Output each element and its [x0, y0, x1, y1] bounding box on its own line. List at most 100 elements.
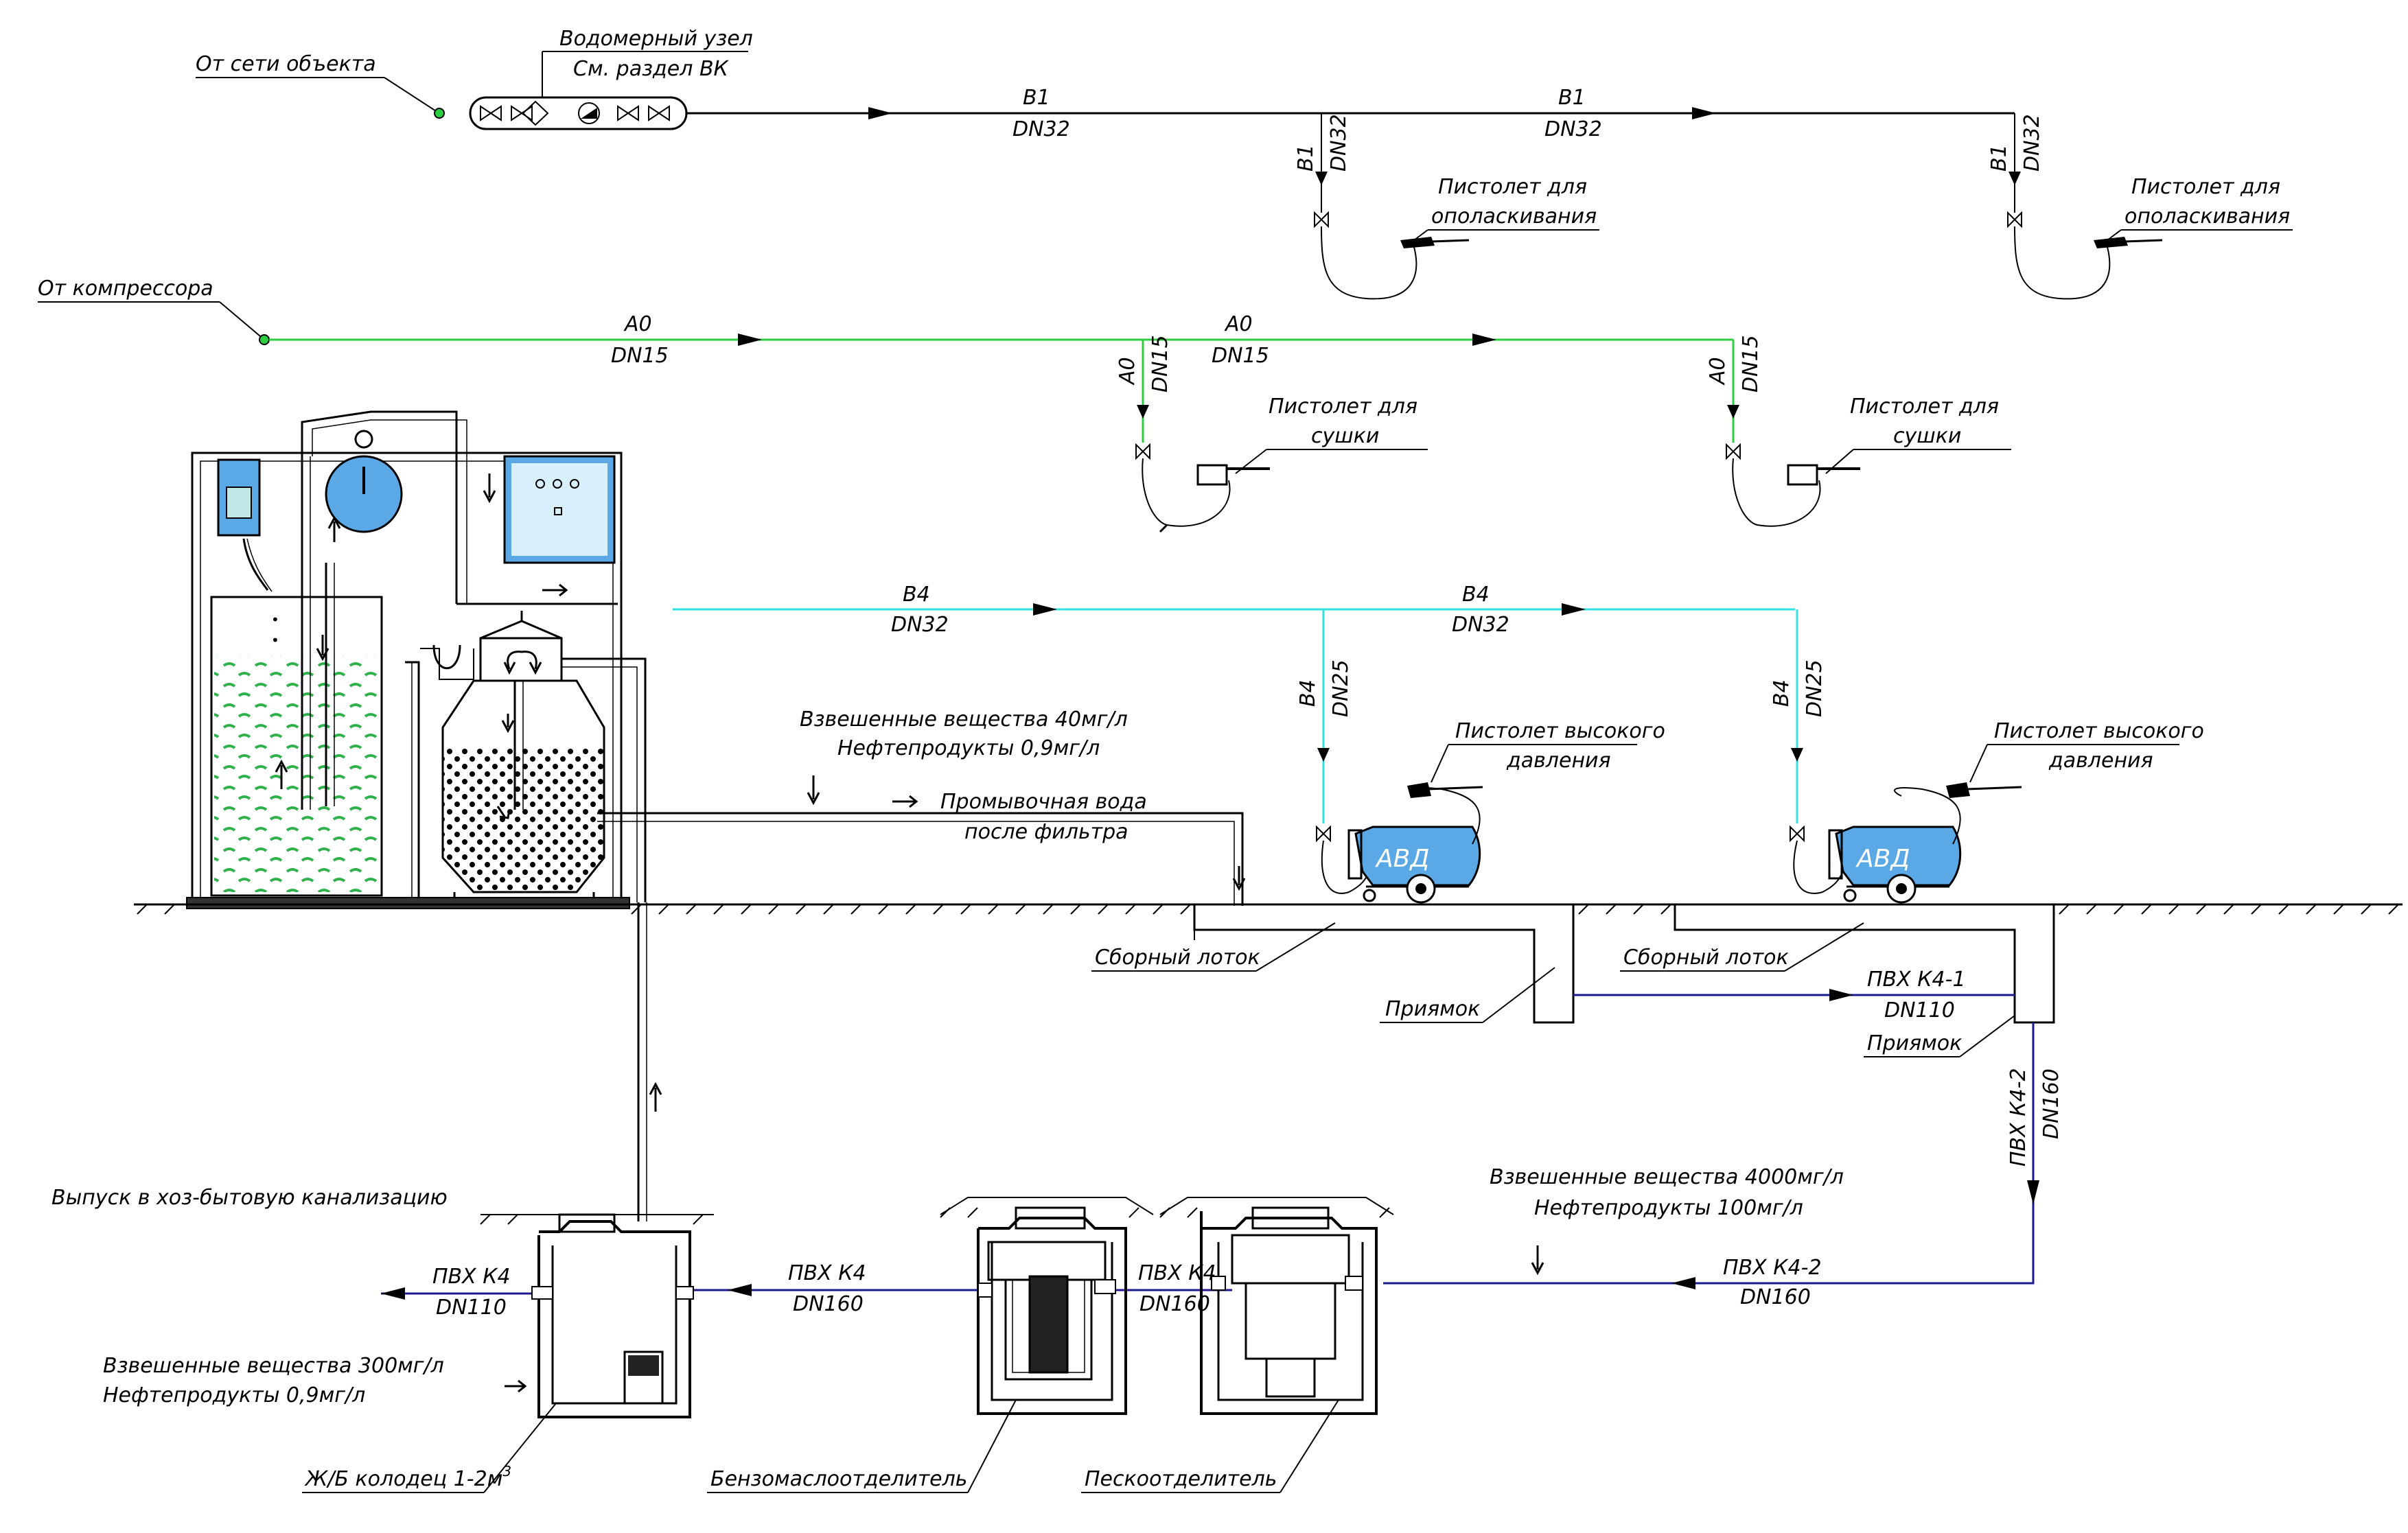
air-line-a0: От компрессора А0 DN15 А0 DN15 А0 DN15 П… — [38, 277, 2011, 533]
label-dn32-b4-2: DN32 — [1452, 613, 1509, 637]
flow-arrow-icon — [1033, 603, 1057, 616]
label-dn25-branch-1: DN25 — [1329, 659, 1353, 717]
label-b4-branch-2: В4 — [1770, 679, 1794, 707]
pressure-washer-icon: АВД — [1347, 787, 1481, 904]
label-b1-branch-1: В1 — [1294, 144, 1318, 172]
label-a0-1: А0 — [623, 312, 652, 336]
avd-label-1: АВД — [1375, 845, 1429, 873]
label-b1-2: В1 — [1558, 86, 1586, 110]
label-dry-gun-2b: сушки — [1893, 424, 1961, 448]
label-pvc-k4-b: ПВХ К4 — [1138, 1261, 1216, 1285]
supply-line-b1: От сети объекта Водомерный узел См. разд… — [196, 27, 2293, 300]
label-oil-09-b: Нефтепродукты 0,9мг/л — [103, 1383, 365, 1407]
spray-gun-icon — [2094, 237, 2163, 248]
label-dn110-a: DN110 — [1884, 998, 1955, 1022]
label-pvc-k4-a: ПВХ К4 — [788, 1261, 866, 1285]
label-hp-gun-2a: Пистолет высокого — [1994, 719, 2204, 743]
valve-icon — [1726, 443, 1741, 460]
collection-tray-2: Сборный лоток Приямок — [1620, 904, 2055, 1057]
spray-gun-icon — [1407, 782, 1483, 798]
spray-gun-icon — [1787, 464, 1860, 486]
spray-gun-icon — [1946, 782, 2022, 798]
flow-arrow-icon — [1692, 107, 1716, 119]
label-dry-gun-1a: Пистолет для — [1269, 395, 1417, 419]
spray-gun-icon — [1196, 464, 1270, 486]
label-dn32-branch-1: DN32 — [1327, 114, 1351, 172]
label-dry-gun-2a: Пистолет для — [1850, 395, 1999, 419]
label-dn160-a: DN160 — [1740, 1285, 1811, 1309]
sewer-lines: ПВХ К4-1 DN110 ПВХ К4-2 DN160 ПВХ К4-2 D… — [381, 968, 2063, 1320]
label-dn32-branch-2: DN32 — [2020, 114, 2044, 172]
label-hp-gun-1b: давления — [1506, 749, 1611, 773]
label-b1-branch-2: В1 — [1987, 144, 2011, 172]
label-pvc-k42-vert: ПВХ К4-2 — [2006, 1068, 2030, 1167]
label-meter-ref: См. раздел ВК — [573, 57, 730, 81]
svg-text:•: • — [271, 611, 279, 628]
flow-arrow-icon — [1562, 603, 1586, 616]
ground-hatching — [137, 904, 2399, 1225]
connection-point-icon — [259, 334, 270, 345]
valve-icon — [1790, 825, 1805, 843]
label-a0-2: А0 — [1224, 312, 1253, 336]
flow-arrow-icon — [1671, 1277, 1695, 1289]
label-tray-2: Сборный лоток — [1623, 946, 1789, 970]
label-rinse-gun-1b: ополаскивания — [1431, 204, 1597, 229]
label-from-compressor: От компрессора — [38, 277, 213, 301]
oil-separator: Бензомаслоотделитель — [707, 1197, 1154, 1493]
label-tray-1: Сборный лоток — [1095, 946, 1260, 970]
label-wash-water-2: после фильтра — [964, 820, 1128, 844]
label-susp-4000: Взвешенные вещества 4000мг/л — [1490, 1165, 1844, 1189]
label-dn15-branch-1: DN15 — [1148, 335, 1172, 393]
label-dn160-vert: DN160 — [2039, 1068, 2063, 1139]
label-susp-300: Взвешенные вещества 300мг/л — [103, 1354, 444, 1378]
flow-arrow-icon — [1472, 333, 1496, 346]
label-susp-40: Взвешенные вещества 40мг/л — [800, 707, 1128, 732]
pressure-washer-1: АВД Пистолет высокого давления — [1316, 719, 1665, 904]
svg-text:•: • — [271, 632, 279, 648]
concrete-well: Ж/Б колодец 1-2м3 — [302, 1213, 714, 1493]
label-dn160-b: DN160 — [1139, 1292, 1210, 1316]
label-pit-1: Приямок — [1385, 997, 1480, 1021]
flow-arrow-icon — [381, 1287, 405, 1300]
label-dn25-branch-2: DN25 — [1803, 659, 1827, 717]
collection-tray-1: Сборный лоток Приямок — [1091, 904, 1575, 1024]
label-dn32-b4-1: DN32 — [891, 613, 949, 637]
label-wash-water-1: Промывочная вода — [940, 790, 1147, 814]
label-b4-branch-1: В4 — [1296, 679, 1320, 707]
connection-point-icon — [434, 108, 445, 119]
valve-icon — [1135, 443, 1150, 460]
label-pvc-k41: ПВХ К4-1 — [1867, 968, 1966, 992]
label-rinse-gun-2a: Пистолет для — [2131, 175, 2280, 199]
flow-arrow-icon — [868, 107, 892, 119]
label-dry-gun-1b: сушки — [1311, 424, 1379, 448]
treatment-unit: • • — [186, 410, 1246, 1221]
valve-icon — [2007, 211, 2022, 229]
label-dn15-1: DN15 — [611, 344, 669, 368]
label-dn15-2: DN15 — [1212, 344, 1269, 368]
recycle-line-b4: В4 DN32 В4 DN32 В4 DN25 В4 DN25 — [673, 583, 1827, 823]
avd-label-2: АВД — [1855, 845, 1910, 873]
label-discharge: Выпуск в хоз-бытовую канализацию — [51, 1186, 448, 1210]
sand-separator: Пескоотделитель — [1081, 1197, 1394, 1493]
label-sand-separator: Пескоотделитель — [1085, 1467, 1277, 1491]
label-rinse-gun-2b: ополаскивания — [2125, 204, 2290, 229]
label-oil-separator: Бензомаслоотделитель — [710, 1467, 968, 1491]
pressure-washer-2: АВД Пистолет высокого давления — [1790, 719, 2204, 904]
label-dn15-branch-2: DN15 — [1739, 335, 1763, 393]
label-a0-branch-2: А0 — [1706, 357, 1730, 386]
label-hp-gun-2b: давления — [2048, 749, 2153, 773]
label-dn32-1: DN32 — [1012, 117, 1070, 141]
pressure-washer-icon: АВД — [1828, 787, 1962, 904]
label-pvc-k42: ПВХ К4-2 — [1723, 1256, 1822, 1280]
label-oil-100: Нефтепродукты 100мг/л — [1534, 1196, 1803, 1220]
storage-tank — [210, 596, 383, 897]
label-dn160-c: DN160 — [793, 1292, 864, 1316]
pump-icon — [432, 644, 461, 670]
label-a0-branch-1: А0 — [1115, 357, 1139, 386]
label-b4-1: В4 — [903, 583, 930, 607]
valve-icon — [1314, 211, 1329, 229]
label-dn32-2: DN32 — [1544, 117, 1602, 141]
label-b1-1: В1 — [1023, 86, 1050, 110]
valve-icon — [1316, 825, 1331, 843]
